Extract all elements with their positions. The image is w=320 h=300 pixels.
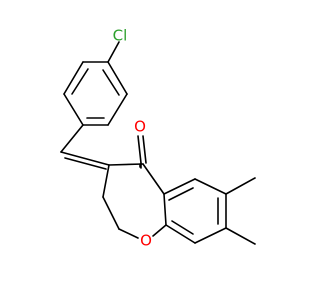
ketone-oxygen-label: O xyxy=(134,118,146,136)
bond-ring-b-2 xyxy=(194,178,227,195)
bond-c4-c3 xyxy=(102,164,110,198)
bond-ring-b-1 xyxy=(163,178,196,195)
bond-ring-b-6 xyxy=(163,193,167,226)
bond-methyl-lower xyxy=(225,227,256,245)
bond-aryl-ch xyxy=(60,124,84,153)
bond-ch-c4-double-a xyxy=(60,151,110,166)
bond-methyl-upper xyxy=(225,177,256,195)
bond-o1-c9a xyxy=(152,224,167,237)
bond-carbonyl-up-2 xyxy=(142,135,147,164)
ring-oxygen-label: O xyxy=(140,232,152,250)
bond-ring-a-2 xyxy=(107,93,128,126)
bond-c2-o1 xyxy=(118,228,139,239)
oxepinone-ring xyxy=(102,135,167,239)
bond-ring-a-1-inner xyxy=(102,69,120,96)
bond-c4-carbonyl xyxy=(108,163,144,166)
bond-ch-c4-double-b xyxy=(64,157,107,170)
chlorophenyl-ring xyxy=(63,41,128,126)
chlorine-atom-label: Cl xyxy=(113,27,128,45)
molecule-structure: Cl O O xyxy=(60,27,256,250)
bond-cl-c1 xyxy=(107,41,120,63)
bond-c3-c2 xyxy=(102,196,120,230)
bond-ring-a-4 xyxy=(63,93,84,126)
bond-carbonyl-c5a xyxy=(142,163,165,195)
bond-ring-b-5-inner xyxy=(171,220,194,235)
dimethyl-benzo-ring xyxy=(163,177,256,245)
bond-ring-a-1 xyxy=(107,61,128,95)
bond-carbonyl-up-1 xyxy=(137,135,142,164)
bond-ring-b-4 xyxy=(194,227,227,244)
bond-ring-b-1-inner xyxy=(168,187,194,201)
benzylidene-linker xyxy=(60,124,110,170)
bond-ring-a-5-inner xyxy=(71,68,89,95)
bond-ring-a-5 xyxy=(63,61,84,95)
bond-ring-b-5 xyxy=(165,224,196,244)
